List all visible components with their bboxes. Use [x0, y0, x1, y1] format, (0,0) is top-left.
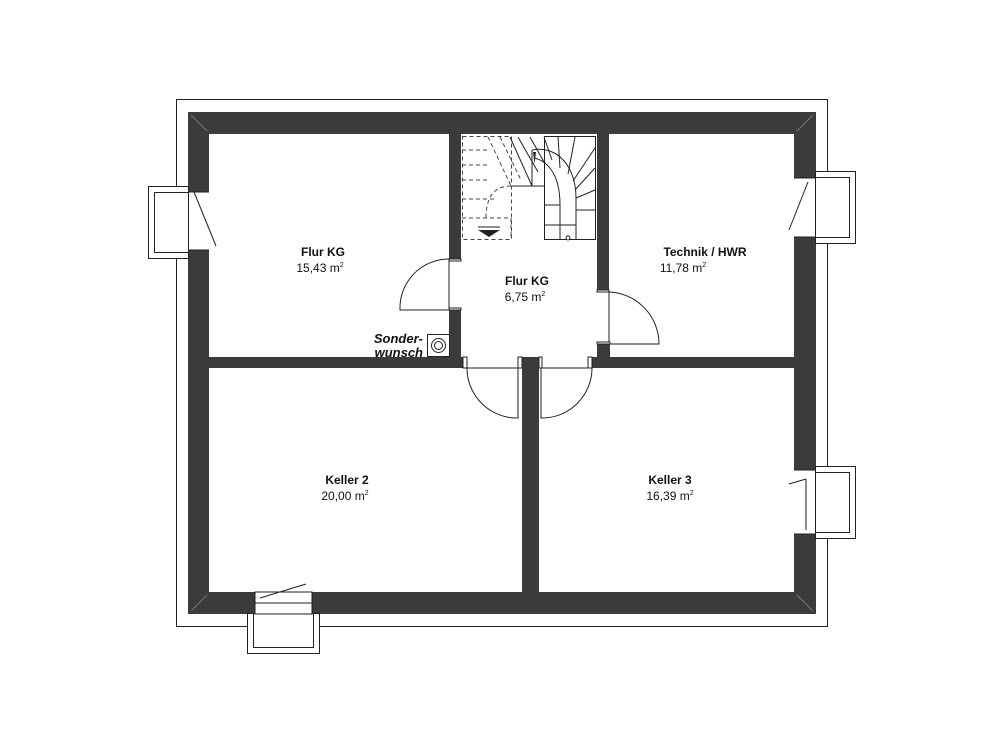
special-request-note: Sonder- wunsch	[374, 331, 423, 360]
svg-text:wunsch: wunsch	[375, 345, 423, 360]
room-name: Keller 3	[648, 473, 692, 487]
wall-right-mid	[794, 237, 816, 470]
door-keller-2	[466, 367, 519, 419]
window-right-bottom	[788, 466, 856, 539]
room-labels: Flur KG 15,43 m2 Flur KG 6,75 m2 Technik…	[296, 245, 747, 503]
wall-bottom	[188, 592, 816, 614]
room-area: 6,75 m2	[505, 290, 546, 304]
wall-top	[188, 112, 816, 134]
room-area: 16,39 m2	[646, 489, 693, 503]
door-keller-3	[540, 367, 593, 419]
boiler-icon	[427, 334, 450, 357]
staircase	[462, 136, 596, 241]
door-swings	[399, 258, 660, 419]
wall-horizontal-center-stub-left	[590, 357, 598, 368]
window-left	[148, 186, 217, 259]
door-technik	[608, 291, 660, 345]
wall-vertical-technik-lower	[597, 344, 610, 368]
wall-vertical-flur-lower	[449, 310, 461, 368]
wall-right-top	[794, 112, 816, 178]
room-name: Keller 2	[325, 473, 369, 487]
wall-vertical-technik	[597, 134, 609, 292]
wall-vertical-flur-upper	[449, 134, 461, 259]
door-jambs	[448, 258, 611, 369]
window-right-top	[788, 171, 856, 244]
svg-text:Sonder-: Sonder-	[374, 331, 423, 346]
wall-left-upper	[188, 112, 209, 192]
wall-left-lower	[188, 250, 209, 614]
foundation-outline	[176, 99, 828, 627]
room-area: 15,43 m2	[296, 261, 343, 275]
wall-horizontal-left	[209, 357, 463, 368]
walls	[188, 112, 816, 614]
room-name: Flur KG	[505, 274, 549, 288]
room-name: Technik / HWR	[663, 245, 746, 259]
room-area: 20,00 m2	[321, 489, 368, 503]
door-flur-left	[399, 258, 450, 311]
wall-vertical-keller-stub	[522, 357, 539, 368]
room-name: Flur KG	[301, 245, 345, 259]
arrow-down-icon	[478, 230, 500, 237]
room-area: 11,78 m2	[660, 261, 706, 275]
window-bottom	[247, 583, 320, 654]
corner-marks	[190, 114, 814, 612]
wall-right-bottom	[794, 534, 816, 614]
wall-vertical-keller	[522, 368, 539, 592]
wall-horizontal-right	[610, 357, 794, 368]
